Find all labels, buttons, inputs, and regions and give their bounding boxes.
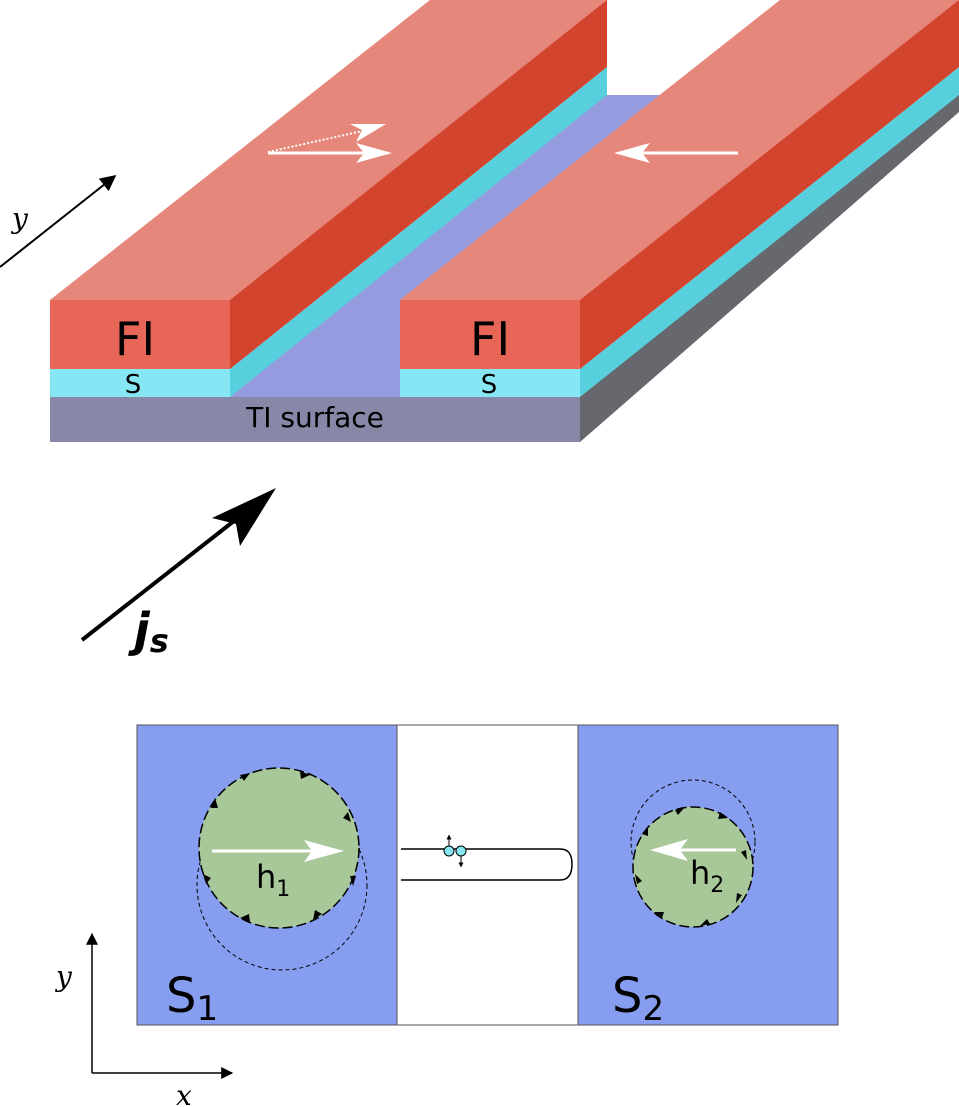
left-field-arrowhead [304, 840, 344, 862]
right-vortex-arrows [635, 807, 747, 926]
right-s-side [580, 67, 959, 397]
cooper-pair-electron-1 [443, 845, 455, 857]
left-strip [50, 0, 607, 397]
ti-top-surface [230, 95, 660, 397]
left-tilted-magnetization-arrow [267, 127, 377, 153]
right-fi-side [580, 0, 959, 369]
left-vortex-disk [198, 767, 360, 929]
right-magnetization-arrowhead [614, 143, 650, 163]
left-field-label-main: h [256, 858, 276, 896]
right-fi-top [400, 0, 959, 300]
ti-surface-label: TI surface [245, 401, 384, 434]
left-region-label-sub: 1 [196, 989, 218, 1029]
channel-tube [401, 848, 573, 881]
left-s-front [50, 369, 230, 397]
cooper-pair-channel [401, 834, 573, 881]
left-s-label: S [125, 370, 142, 400]
supercurrent-label-sub: s [150, 622, 169, 660]
cooper-pair-electron-2 [455, 845, 467, 857]
left-vortex-arrows [203, 771, 356, 922]
bottom-x-axis-label: x [176, 1079, 192, 1107]
bottom-y-axis-label: y [54, 960, 73, 993]
supercurrent-arrow [80, 508, 250, 642]
right-region-label: S2 [612, 968, 664, 1029]
right-fi-label: FI [470, 312, 510, 366]
left-fi-front [50, 300, 230, 369]
right-field-label-sub: 2 [710, 873, 724, 898]
right-vortex-disk [632, 806, 754, 928]
left-tilted-arrowhead [350, 124, 386, 142]
supercurrent-label-main: j [128, 603, 151, 657]
right-fi-front [400, 300, 580, 369]
right-strip [400, 0, 959, 397]
right-region-label-sub: 2 [642, 989, 664, 1029]
bottom-axes: x y [54, 932, 234, 1107]
left-fi-label: FI [115, 312, 155, 366]
supercurrent-js: js [80, 488, 276, 660]
left-field-label: h1 [256, 858, 290, 902]
top-3d-stack: FI S FI S TI surface [50, 0, 959, 442]
left-s-side [230, 67, 607, 397]
right-field-arrowhead [650, 839, 688, 861]
left-region-label-main: S [166, 968, 196, 1024]
right-field-label: h2 [690, 854, 724, 898]
left-superconductor-region: h1 S1 [136, 724, 398, 1029]
right-field-label-main: h [690, 854, 710, 892]
right-dashed-circle [630, 779, 756, 905]
bottom-2d-diagram: h1 S1 h2 S2 [136, 724, 839, 1029]
supercurrent-label: js [128, 603, 169, 660]
left-fi-side [230, 0, 607, 369]
top-y-axis: y [0, 175, 117, 268]
left-fi-top [50, 0, 607, 300]
left-field-label-sub: 1 [276, 877, 290, 902]
left-magnetization-arrowhead [356, 143, 392, 163]
right-superconductor-region: h2 S2 [577, 724, 839, 1029]
supercurrent-arrowhead [212, 488, 276, 546]
right-s-front [400, 369, 580, 397]
right-s-label: S [481, 370, 498, 400]
top-y-axis-label: y [10, 202, 29, 235]
left-region-label: S1 [166, 968, 218, 1029]
right-region-label-main: S [612, 968, 642, 1024]
ti-front-face [50, 397, 580, 442]
top-y-axis-arrow [0, 175, 117, 268]
